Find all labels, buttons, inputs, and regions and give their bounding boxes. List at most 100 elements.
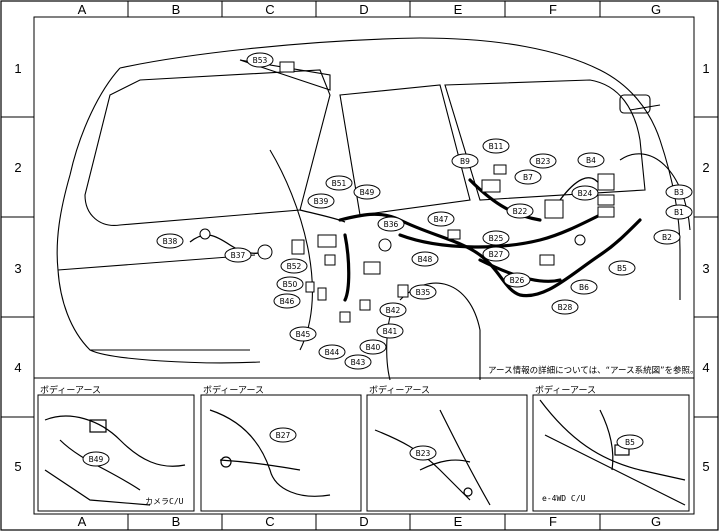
grid-col-label: E bbox=[453, 514, 463, 529]
callout-label: B46 bbox=[280, 297, 295, 306]
callout-oval bbox=[451, 153, 479, 169]
callout-label: B47 bbox=[434, 215, 449, 224]
callout-label: B11 bbox=[489, 142, 504, 151]
callout-oval bbox=[377, 216, 405, 232]
callout-oval bbox=[427, 211, 455, 227]
callout-oval bbox=[353, 184, 381, 200]
grid-row-label: 5 bbox=[702, 459, 710, 474]
callout-label: B40 bbox=[366, 343, 381, 352]
callout-oval bbox=[156, 233, 184, 249]
grid-col-label: E bbox=[453, 2, 463, 17]
callout-label: B38 bbox=[163, 237, 178, 246]
connector-callout: B28 bbox=[551, 299, 579, 315]
callout-label: B45 bbox=[296, 330, 311, 339]
callout-oval bbox=[616, 434, 644, 450]
callout-oval bbox=[280, 258, 308, 274]
vehicle-outline bbox=[56, 37, 691, 381]
grid-row-label: 2 bbox=[14, 160, 22, 175]
callout-oval bbox=[409, 445, 437, 461]
connector-callout: B46 bbox=[273, 293, 301, 309]
callout-oval bbox=[82, 451, 110, 467]
callout-oval bbox=[506, 203, 534, 219]
callout-oval bbox=[224, 247, 252, 263]
grid-col-label: B bbox=[171, 2, 181, 17]
callout-oval bbox=[344, 354, 372, 370]
callout-label: B5 bbox=[625, 438, 635, 447]
connector-callout: B11 bbox=[482, 138, 510, 154]
inset-title: ボディーアース bbox=[40, 386, 102, 396]
callout-oval bbox=[608, 260, 636, 276]
callout-label: B6 bbox=[579, 283, 589, 292]
connector-callout: B48 bbox=[411, 251, 439, 267]
connector-callout: B47 bbox=[427, 211, 455, 227]
grid-row-label: 3 bbox=[14, 261, 22, 276]
connector-callout: B27 bbox=[482, 246, 510, 262]
callout-label: B27 bbox=[489, 250, 504, 259]
callout-label: B49 bbox=[89, 455, 104, 464]
grid-col-label: G bbox=[650, 2, 662, 17]
grid-col-label: C bbox=[265, 2, 275, 17]
inset-caption: e-4WD C/U bbox=[542, 494, 586, 503]
connector-callout: B49 bbox=[353, 184, 381, 200]
grid-col-label: A bbox=[77, 514, 87, 529]
callout-oval bbox=[577, 152, 605, 168]
grid-col-label: B bbox=[171, 514, 181, 529]
grid-col-label: G bbox=[650, 514, 662, 529]
callout-label: B48 bbox=[418, 255, 433, 264]
connector-callout: B41 bbox=[376, 323, 404, 339]
inset-title: ボディーアース bbox=[203, 386, 265, 396]
callout-label: B25 bbox=[489, 234, 504, 243]
inset-title: ボディーアース bbox=[369, 386, 431, 396]
connector-bodies bbox=[199, 61, 615, 323]
callout-oval bbox=[653, 229, 681, 245]
connector-callout: B42 bbox=[379, 302, 407, 318]
inset-frames bbox=[34, 377, 694, 512]
grid-row-label: 1 bbox=[702, 61, 710, 76]
connector-callout: B6 bbox=[570, 279, 598, 295]
callout-label: B49 bbox=[360, 188, 375, 197]
callout-label: B3 bbox=[674, 188, 684, 197]
connector-callout: B4 bbox=[577, 152, 605, 168]
callout-label: B7 bbox=[523, 173, 533, 182]
grid-col-label: F bbox=[549, 2, 557, 17]
callout-label: B4 bbox=[586, 156, 596, 165]
callout-label: B24 bbox=[578, 189, 593, 198]
connector-callout: B24 bbox=[571, 185, 599, 201]
callout-label: B39 bbox=[314, 197, 329, 206]
connector-callout: B50 bbox=[276, 276, 304, 292]
callout-label: B9 bbox=[460, 157, 470, 166]
callout-label: B5 bbox=[617, 264, 627, 273]
callout-oval bbox=[246, 52, 274, 68]
callout-oval bbox=[411, 251, 439, 267]
callout-label: B26 bbox=[510, 276, 525, 285]
connector-callout: B3 bbox=[665, 184, 693, 200]
grid-row-label: 5 bbox=[14, 459, 22, 474]
connector-callout: B5 bbox=[616, 434, 644, 450]
callout-label: B41 bbox=[383, 327, 398, 336]
connector-callout: B38 bbox=[156, 233, 184, 249]
callout-oval bbox=[379, 302, 407, 318]
callout-oval bbox=[482, 230, 510, 246]
callout-oval bbox=[482, 246, 510, 262]
callout-label: B37 bbox=[231, 251, 246, 260]
connector-callout: B9 bbox=[451, 153, 479, 169]
grid-col-label: D bbox=[359, 2, 369, 17]
connector-callout: B36 bbox=[377, 216, 405, 232]
ground-reference-note: アース情報の詳細については、“アース系統図”を参照。 bbox=[488, 366, 699, 376]
callout-oval bbox=[482, 138, 510, 154]
callout-label: B43 bbox=[351, 358, 366, 367]
connector-callout: B7 bbox=[514, 169, 542, 185]
callout-label: B23 bbox=[536, 157, 551, 166]
callout-oval bbox=[551, 299, 579, 315]
callout-oval bbox=[273, 293, 301, 309]
callout-label: B27 bbox=[276, 431, 291, 440]
grid-row-label: 4 bbox=[702, 360, 710, 375]
connector-callout: B1 bbox=[665, 204, 693, 220]
callout-label: B44 bbox=[325, 348, 340, 357]
inset-caption: カメラC/U bbox=[145, 497, 184, 506]
callout-label: B36 bbox=[384, 220, 399, 229]
inset-title: ボディーアース bbox=[535, 386, 597, 396]
callout-label: B53 bbox=[253, 56, 268, 65]
connector-callout: B23 bbox=[409, 445, 437, 461]
callout-oval bbox=[570, 279, 598, 295]
